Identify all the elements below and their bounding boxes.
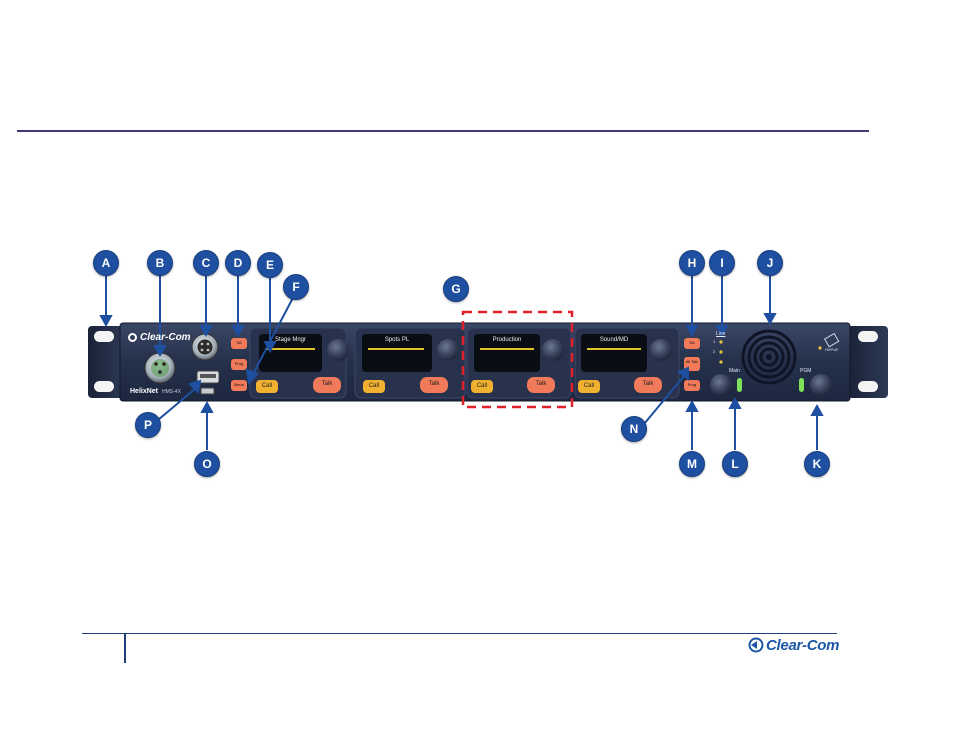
main-label: Main bbox=[729, 368, 740, 374]
callout-f: F bbox=[283, 274, 309, 300]
rack-ear-left bbox=[88, 326, 126, 398]
callout-g: G bbox=[443, 276, 469, 302]
line-led-2 bbox=[719, 350, 723, 354]
left-button-sa bbox=[231, 338, 247, 349]
model-name: HelixNet bbox=[130, 388, 159, 395]
left-button-prog-label[interactable]: Prog bbox=[234, 361, 244, 366]
channel-3-talk[interactable]: Talk bbox=[535, 381, 547, 387]
channel-module-3 bbox=[466, 327, 572, 399]
callout-leaders bbox=[99, 276, 824, 450]
brand-icon bbox=[128, 333, 137, 342]
line-number-1: 1 bbox=[713, 339, 716, 344]
channel-4-call[interactable]: Call bbox=[583, 383, 595, 389]
left-button-prog bbox=[231, 359, 247, 370]
model-label: HelixNet HMS-4X bbox=[130, 388, 181, 395]
callout-l: L bbox=[722, 451, 748, 477]
rack-ear-right-slot-bottom bbox=[858, 381, 878, 392]
usb-port-micro bbox=[200, 387, 215, 395]
right-button-alltalk-label[interactable]: All Talk bbox=[685, 359, 699, 364]
channel-1-call[interactable]: Call bbox=[261, 383, 273, 389]
poe-icon bbox=[823, 332, 840, 348]
left-button-menu-label[interactable]: Menu bbox=[233, 382, 244, 387]
callout-b: B bbox=[147, 250, 173, 276]
callout-a: A bbox=[93, 250, 119, 276]
callout-d: D bbox=[225, 250, 251, 276]
channel-2-call[interactable]: Call bbox=[368, 383, 380, 389]
pgm-led bbox=[799, 378, 804, 392]
poe-label: HXPoE bbox=[825, 347, 839, 352]
line-label: Line bbox=[716, 331, 726, 337]
channel-1-talk[interactable]: Talk bbox=[321, 381, 333, 387]
footer-logo-text: Clear-Com bbox=[766, 636, 840, 654]
speaker-grille bbox=[741, 329, 797, 385]
callout-k: K bbox=[804, 451, 830, 477]
channel-3-call[interactable]: Call bbox=[476, 383, 488, 389]
callout-c: C bbox=[193, 250, 219, 276]
channel-module-4 bbox=[574, 327, 680, 399]
footer-logo: Clear-Com bbox=[748, 636, 839, 654]
channel-2-name: Spots PL bbox=[384, 337, 410, 343]
header-rule bbox=[17, 130, 869, 132]
model-code: HMS-4X bbox=[162, 389, 181, 395]
rack-ear-right-slot-top bbox=[858, 331, 878, 342]
footer-tick bbox=[124, 634, 126, 663]
callout-p: P bbox=[135, 412, 161, 438]
rack-ear-left-slot-bottom bbox=[94, 381, 114, 392]
brand-text: Clear-Com bbox=[140, 332, 191, 343]
channel-4-name: Sound/MD bbox=[599, 337, 629, 343]
callout-o: O bbox=[194, 451, 220, 477]
main-volume-knob bbox=[710, 374, 732, 396]
callout-n: N bbox=[621, 416, 647, 442]
clearcom-logo-icon bbox=[748, 637, 764, 653]
channel-module-2 bbox=[354, 327, 466, 399]
rack-ear-right bbox=[848, 326, 888, 398]
callout-m: M bbox=[679, 451, 705, 477]
left-button-menu bbox=[231, 380, 247, 391]
left-button-sa-label[interactable]: SA bbox=[236, 340, 242, 345]
callout-i: I bbox=[709, 250, 735, 276]
channel-3-name: Production bbox=[492, 337, 522, 343]
pgm-volume-knob bbox=[810, 374, 832, 396]
callout-j: J bbox=[757, 250, 783, 276]
right-button-sa bbox=[684, 338, 700, 349]
channel-4-talk[interactable]: Talk bbox=[642, 381, 654, 387]
highlight-box bbox=[461, 310, 574, 409]
callout-e: E bbox=[257, 252, 283, 278]
callout-h: H bbox=[679, 250, 705, 276]
right-button-prog bbox=[684, 380, 700, 391]
right-button-sa-label[interactable]: SA bbox=[689, 340, 695, 345]
line-number-2: 2 bbox=[713, 349, 716, 354]
footer-rule bbox=[82, 633, 837, 634]
main-led bbox=[737, 378, 742, 392]
channel-2-talk[interactable]: Talk bbox=[428, 381, 440, 387]
rack-ear-left-slot-top bbox=[94, 331, 114, 342]
right-button-prog-label[interactable]: Prog bbox=[687, 382, 697, 387]
pgm-label: PGM bbox=[800, 368, 812, 374]
brand-logo: Clear-Com bbox=[128, 332, 191, 343]
line-led-1 bbox=[719, 340, 723, 344]
channel-1-name: Stage Mngr bbox=[274, 337, 307, 343]
